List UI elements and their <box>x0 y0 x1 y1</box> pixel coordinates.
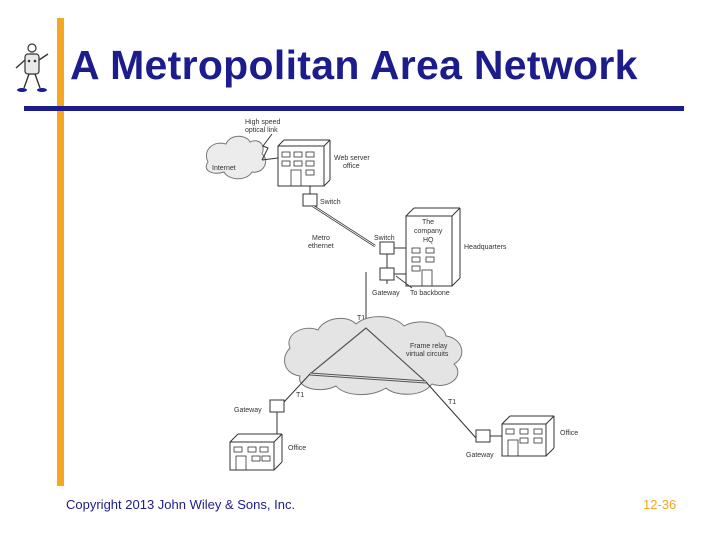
gateway-left-box <box>269 399 285 413</box>
page-number: 12-36 <box>643 497 677 512</box>
metro-ethernet-label-line1: Metro <box>312 235 330 242</box>
to-backbone-label: To backbone <box>410 290 450 297</box>
frame-relay-label-line1: Frame relay <box>410 343 448 350</box>
t1-right-label: T1 <box>448 399 456 406</box>
gateway-hq-box <box>379 267 395 281</box>
office-right-building <box>501 415 555 457</box>
t1-left-label: T1 <box>296 392 304 399</box>
web-server-office-building <box>277 139 331 187</box>
gateway-left-label: Gateway <box>234 407 262 414</box>
t1-left-line <box>283 373 311 403</box>
title-underline-bar <box>24 106 684 111</box>
mascot-icon <box>15 43 49 92</box>
company-hq-label-line3: HQ <box>423 237 434 244</box>
copyright-footer: Copyright 2013 John Wiley & Sons, Inc. <box>66 497 296 512</box>
gateway-right-box <box>475 429 491 443</box>
optical-link-line <box>261 133 273 161</box>
optical-link-label-line1: High speed <box>245 119 281 126</box>
frame-relay-label-line2: virtual circuits <box>406 351 449 358</box>
metropolitan-area-network-diagram: Internet High speed optical link Web ser… <box>205 119 578 471</box>
internet-label: Internet <box>212 165 236 172</box>
gateway-right-label: Gateway <box>466 452 494 459</box>
office-left-label: Office <box>288 445 306 452</box>
company-hq-label-line2: company <box>414 228 443 235</box>
metro-ethernet-label-line2: ethernet <box>308 243 334 250</box>
switch-top-box <box>302 193 318 207</box>
web-server-office-label-line2: office <box>343 163 360 170</box>
switch-hq-box <box>379 241 395 255</box>
gateway-hq-label: Gateway <box>372 290 400 297</box>
internet-cloud <box>205 135 267 180</box>
company-hq-label-line1: The <box>422 219 434 226</box>
accent-vertical-bar <box>57 18 64 486</box>
switch-top-label: Switch <box>320 199 341 206</box>
headquarters-label: Headquarters <box>464 244 507 251</box>
t1-top-label: T1 <box>357 315 365 322</box>
switch-hq-label: Switch <box>374 235 395 242</box>
company-hq-building <box>405 207 461 287</box>
slide-title: A Metropolitan Area Network <box>70 42 638 88</box>
optical-link-label-line2: optical link <box>245 127 278 134</box>
web-server-office-label-line1: Web server <box>334 155 370 162</box>
office-left-building <box>229 433 283 471</box>
t1-right-line <box>425 381 477 439</box>
office-right-label: Office <box>560 430 578 437</box>
